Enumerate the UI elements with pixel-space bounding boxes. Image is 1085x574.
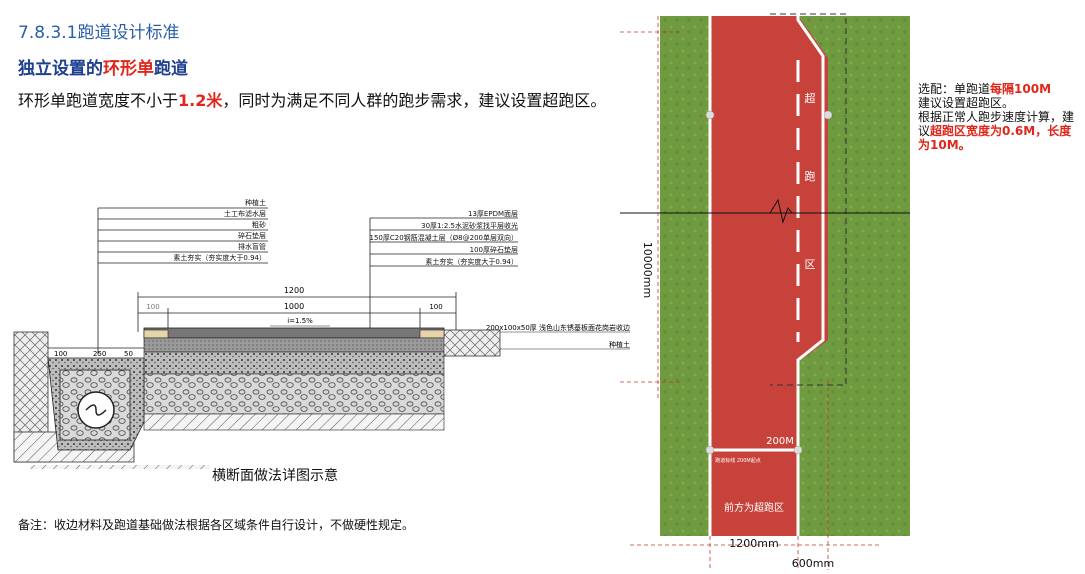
description-part2: ，同时为满足不同人群的跑步需求，建议设置超跑区。 (222, 91, 607, 110)
description: 环形单跑道宽度不小于1.2米，同时为满足不同人群的跑步需求，建议设置超跑区。 (18, 86, 608, 116)
zone-char-2: 跑 (805, 169, 816, 183)
track-plan-view: 10000mm 超 跑 区 200M 跑道标线 200M起点 前方为超跑区 12… (620, 13, 910, 570)
start-mark: 跑道标线 200M起点 (715, 457, 760, 464)
left-leader-lines (97, 207, 268, 355)
side-note-p2: 建议设置超跑区。 (918, 96, 1015, 110)
subtitle-highlight: 环形单 (103, 59, 154, 79)
right-label-4: 100厚碎石垫层 (470, 245, 518, 254)
zone-char-1: 超 (805, 91, 816, 105)
marker-points (705, 110, 833, 455)
side-note-p1-red: 每隔100M (990, 82, 1052, 96)
width-label: 1200mm (729, 537, 778, 550)
red-guide-lines (620, 16, 880, 570)
slope-label: i=1.5% (287, 317, 313, 325)
right-label-2: 30厚1:2.5水泥砂浆找平层收光 (421, 221, 518, 230)
length-label: 10000mm (641, 242, 654, 298)
footnote: 备注：收边材料及跑道基础做法根据各区域条件自行设计，不做硬性规定。 (18, 518, 415, 532)
left-label-5: 排水盲管 (238, 242, 266, 251)
bottom-dim-3: 50 (124, 350, 133, 358)
subtitle-suffix: 跑道 (154, 59, 188, 79)
ground-section: 100 250 50 (13, 327, 501, 469)
curb-label: 200x100x50厚 浅色山东锈基板面花岗岩收边 (486, 323, 630, 332)
left-label-2: 土工布滤水层 (224, 209, 266, 218)
side-note-p3: 根据正常人跑步速度计算，建议 (918, 110, 1075, 138)
side-note: 选配：单跑道每隔100M 建议设置超跑区。 根据正常人跑步速度计算，建议超跑区宽… (918, 82, 1083, 152)
right-leader-lines (369, 217, 518, 340)
bottom-dim-1: 100 (54, 350, 67, 358)
left-label-1: 种植土 (245, 198, 266, 207)
description-highlight: 1.2米 (178, 91, 223, 110)
marker-200m: 200M (766, 436, 794, 447)
break-symbol (769, 198, 793, 224)
left-label-6: 素土夯实（夯实度大于0.94） (173, 253, 266, 262)
dim-right: 100 (429, 303, 442, 311)
right-label-1: 13厚EPDM面层 (468, 210, 518, 218)
section-title: 7.8.3.1跑道设计标准 (18, 23, 180, 43)
side-note-p1: 选配：单跑道 (918, 82, 991, 96)
ahead-label: 前方为超跑区 (724, 501, 784, 514)
description-part1: 环形单跑道宽度不小于 (18, 91, 179, 110)
overtaking-zone-outline (770, 13, 847, 386)
side-note-p3-red: 超跑区宽度为0.6M，长度为10M。 (918, 124, 1072, 152)
cross-section-drawing: 种植土 土工布滤水层 粗砂 碎石垫层 排水盲管 素土夯实（夯实度大于0.94） … (13, 198, 630, 469)
left-label-4: 碎石垫层 (238, 231, 266, 240)
right-label-5: 素土夯实（夯实度大于0.94） (425, 257, 518, 266)
subtitle-prefix: 独立设置的 (18, 59, 103, 79)
subtitle: 独立设置的环形单跑道 (18, 54, 188, 79)
dim-total: 1200 (284, 286, 304, 295)
dim-inner: 1000 (284, 302, 304, 311)
zone-char-3: 区 (805, 258, 816, 271)
bottom-dim-2: 250 (93, 350, 106, 358)
soil-label: 种植土 (609, 340, 630, 349)
dim-left: 100 (146, 303, 159, 311)
right-label-3: 150厚C20钢筋混凝土层（Ø8@200单层双向） (370, 233, 518, 242)
extra-width-label: 600mm (792, 557, 834, 570)
left-label-3: 粗砂 (252, 220, 266, 229)
cross-section-caption: 横断面做法详图示意 (212, 468, 338, 484)
